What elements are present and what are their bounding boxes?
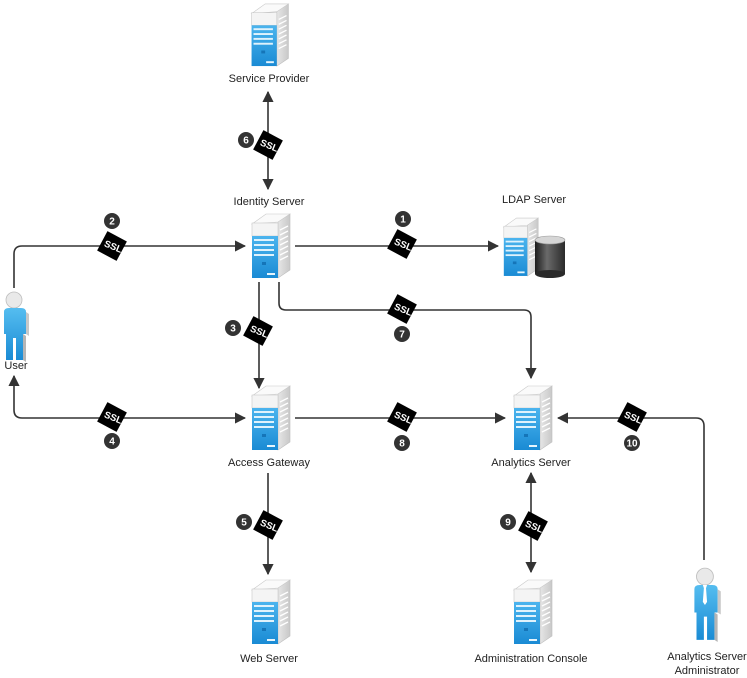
server-icon [251,213,291,279]
step-number: 6 [243,136,249,147]
connection-4-line [8,374,247,424]
step-number-circle [624,435,640,451]
node-ldap-server: LDAP Server [502,194,566,278]
node-web-server: Web Server [240,579,298,665]
ssl-diamond-icon [97,402,127,432]
connection-2-line [13,240,247,288]
node-analytics-server: Analytics Server [491,385,571,469]
user-icon [3,291,30,362]
database-cylinder-icon [534,235,566,278]
admin-user-icon [693,567,722,642]
node-administration-console: Administration Console [474,579,588,665]
server-icon [513,579,553,645]
connection-10-line [556,412,705,560]
step-number-circle [236,514,252,530]
node-label: Access Gateway [228,457,310,469]
node-label-line2: Administrator [675,665,740,677]
ssl-diamond-icon [97,231,127,261]
step-number-circle [104,213,120,229]
step-number: 1 [400,215,406,226]
step-number: 9 [505,518,511,529]
node-label: Web Server [240,653,298,665]
node-label: Analytics Server [491,457,571,469]
node-analytics-server-administrator: Analytics Server Administrator [667,567,747,677]
ssl-diamond-icon [243,316,273,346]
ssl-diamond-icon [518,511,548,541]
connections [8,90,705,576]
step-number: 2 [109,217,115,228]
ssl-diamond-icon [253,130,283,160]
step-number: 3 [230,324,236,335]
step-number: 10 [626,439,638,450]
node-label: Service Provider [229,73,310,85]
step-number-circle [225,320,241,336]
step-number-circle [395,211,411,227]
server-icon [250,3,290,67]
step-number-circle [104,433,120,449]
step-number: 4 [109,437,115,448]
step-number: 8 [399,439,405,450]
node-user: User [3,291,30,372]
step-number-circle [500,514,516,530]
ssl-diamond-icon [387,229,417,259]
step-number: 5 [241,518,247,529]
step-number: 7 [399,330,405,341]
node-label: Analytics Server [667,651,747,663]
server-icon [251,385,291,451]
ssl-diamond-icon [617,402,647,432]
node-service-provider: Service Provider [229,3,310,85]
step-number-circle [394,326,410,342]
ssl-diamond-icon [253,510,283,540]
node-label: Administration Console [474,653,587,665]
node-label: LDAP Server [502,194,566,206]
node-access-gateway: Access Gateway [228,385,310,469]
ssl-diamond-icon [387,294,417,324]
server-icon [513,385,553,451]
node-label: User [4,360,28,372]
ldap-server-icon [503,217,539,277]
node-label: Identity Server [234,196,305,208]
step-number-circle [238,132,254,148]
ssl-diamond-icon [387,402,417,432]
server-icon [251,579,291,645]
step-number-circle [394,435,410,451]
node-identity-server: Identity Server [234,196,305,279]
